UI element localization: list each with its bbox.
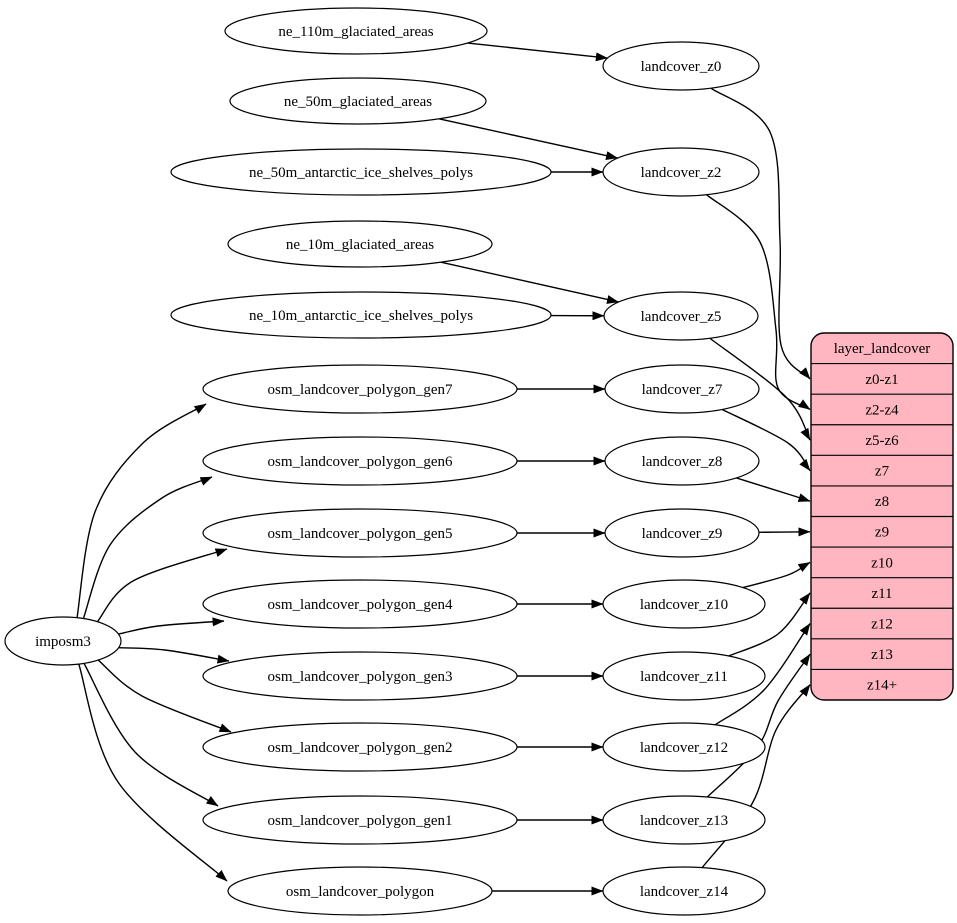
node-ne_50m_glaciated_areas: [229, 77, 487, 125]
node-landcover_z9: [604, 508, 760, 558]
node-label-osm_landcover_polygon_gen6: osm_landcover_polygon_gen6: [268, 454, 453, 470]
edge-imposm3-to-osm_landcover_polygon: [78, 663, 228, 882]
record-row-z14+: z14+: [867, 678, 897, 694]
node-label-landcover_z5: landcover_z5: [641, 309, 722, 325]
edge-landcover_z11-to-row-z11: [728, 592, 811, 657]
record-row-z8: z8: [875, 494, 889, 510]
edge-ne_110m_glaciated_areas-to-landcover_z0: [467, 42, 608, 62]
record-row-z9: z9: [875, 525, 889, 541]
edge-imposm3-to-osm_landcover_polygon_gen1: [83, 663, 219, 807]
node-label-osm_landcover_polygon_gen3: osm_landcover_polygon_gen3: [268, 669, 453, 685]
node-label-osm_landcover_polygon: osm_landcover_polygon: [286, 884, 435, 900]
record-row-z11: z11: [871, 586, 892, 602]
node-label-landcover_z10: landcover_z10: [640, 597, 728, 613]
edge-ne_10m_glaciated_areas-to-landcover_z5: [440, 261, 619, 304]
node-landcover_z11: [602, 651, 766, 701]
node-label-ne_10m_antarctic_ice_shelves_polys: ne_10m_antarctic_ice_shelves_polys: [249, 308, 473, 324]
record-row-z0-z1: z0-z1: [865, 372, 898, 388]
node-landcover_z5: [603, 291, 759, 341]
node-label-osm_landcover_polygon_gen5: osm_landcover_polygon_gen5: [268, 526, 453, 542]
node-label-landcover_z13: landcover_z13: [640, 813, 728, 829]
node-ne_110m_glaciated_areas: [224, 7, 488, 55]
node-label-landcover_z2: landcover_z2: [641, 165, 722, 181]
edge-imposm3-to-osm_landcover_polygon_gen4: [118, 617, 225, 635]
edge-landcover_z12-to-row-z12: [714, 623, 811, 726]
record-row-z10: z10: [871, 555, 893, 571]
node-label-osm_landcover_polygon_gen2: osm_landcover_polygon_gen2: [268, 740, 453, 756]
record-row-z12: z12: [871, 616, 893, 632]
node-landcover_z7: [604, 364, 760, 414]
edge-imposm3-to-osm_landcover_polygon_gen3: [118, 647, 230, 664]
node-osm_landcover_polygon_gen3: [202, 651, 518, 701]
edge-landcover_z0-to-row-z0-z1: [710, 87, 811, 380]
edge-landcover_z14-to-row-z14+: [701, 684, 811, 869]
node-label-osm_landcover_polygon_gen7: osm_landcover_polygon_gen7: [268, 382, 453, 398]
node-landcover_z10: [602, 579, 766, 629]
node-landcover_z14: [602, 866, 766, 916]
node-landcover_z2: [602, 147, 760, 197]
node-osm_landcover_polygon_gen5: [202, 508, 518, 558]
node-osm_landcover_polygon_gen1: [202, 795, 518, 845]
node-ne_10m_glaciated_areas: [227, 220, 493, 268]
node-osm_landcover_polygon_gen2: [202, 722, 518, 772]
record-row-z5-z6: z5-z6: [865, 433, 899, 449]
node-label-ne_10m_glaciated_areas: ne_10m_glaciated_areas: [286, 237, 434, 253]
edge-imposm3-to-osm_landcover_polygon_gen6: [82, 476, 213, 619]
node-ne_10m_antarctic_ice_shelves_polys: [170, 291, 552, 339]
node-label-landcover_z14: landcover_z14: [640, 884, 729, 900]
edge-imposm3-to-osm_landcover_polygon_gen5: [96, 548, 228, 623]
node-osm_landcover_polygon_gen7: [202, 364, 518, 414]
node-label-ne_50m_antarctic_ice_shelves_polys: ne_50m_antarctic_ice_shelves_polys: [249, 165, 473, 181]
node-landcover_z13: [602, 795, 766, 845]
node-osm_landcover_polygon: [227, 866, 493, 916]
node-label-landcover_z8: landcover_z8: [642, 454, 723, 470]
edge-landcover_z8-to-row-z8: [736, 477, 811, 502]
record-row-z2-z4: z2-z4: [865, 402, 899, 418]
node-label-imposm3: imposm3: [35, 634, 91, 650]
edge-imposm3-to-osm_landcover_polygon_gen2: [97, 659, 232, 733]
record-title: layer_landcover: [834, 341, 931, 357]
node-landcover_z0: [602, 41, 760, 91]
node-label-landcover_z7: landcover_z7: [642, 382, 723, 398]
node-label-ne_50m_glaciated_areas: ne_50m_glaciated_areas: [284, 94, 432, 110]
node-label-osm_landcover_polygon_gen1: osm_landcover_polygon_gen1: [268, 813, 453, 829]
node-label-landcover_z9: landcover_z9: [642, 526, 723, 542]
node-label-osm_landcover_polygon_gen4: osm_landcover_polygon_gen4: [268, 597, 453, 613]
node-label-landcover_z11: landcover_z11: [640, 669, 728, 685]
record-row-z13: z13: [871, 647, 893, 663]
node-landcover_z12: [602, 722, 766, 772]
edge-landcover_z10-to-row-z10: [742, 561, 811, 589]
node-label-landcover_z12: landcover_z12: [640, 740, 728, 756]
node-ne_50m_antarctic_ice_shelves_polys: [170, 148, 552, 196]
edge-landcover_z7-to-row-z7: [721, 408, 811, 472]
edge-ne_50m_glaciated_areas-to-landcover_z2: [438, 118, 619, 160]
node-imposm3: [4, 616, 122, 666]
node-osm_landcover_polygon_gen6: [202, 436, 518, 486]
node-osm_landcover_polygon_gen4: [202, 579, 518, 629]
record-row-z7: z7: [875, 464, 890, 480]
node-label-ne_110m_glaciated_areas: ne_110m_glaciated_areas: [278, 24, 433, 40]
node-label-landcover_z0: landcover_z0: [641, 59, 722, 75]
edge-imposm3-to-osm_landcover_polygon_gen7: [76, 403, 207, 618]
edge-landcover_z5-to-row-z5-z6: [709, 337, 811, 441]
node-landcover_z8: [604, 436, 760, 486]
edge-landcover_z13-to-row-z13: [706, 653, 811, 798]
